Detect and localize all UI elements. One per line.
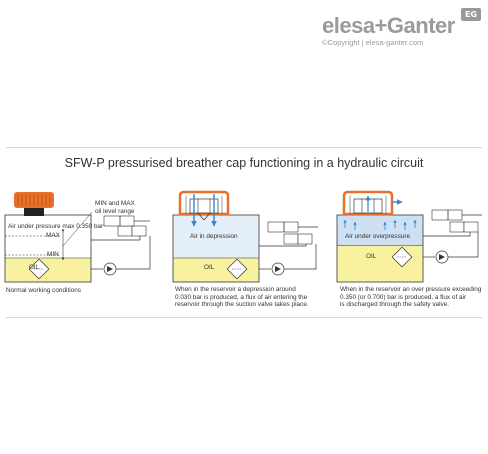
panel-1-min-label: MIN bbox=[47, 251, 59, 258]
valve-icon bbox=[449, 221, 465, 233]
valve-icon bbox=[283, 233, 299, 245]
panel-1-normal bbox=[4, 192, 151, 283]
breather-cap-base-1 bbox=[24, 206, 44, 216]
panel-2-depression bbox=[172, 190, 318, 283]
copyright-text: ©Copyright | elesa-ganter.com bbox=[322, 38, 424, 47]
brand-logo: elesa+Ganter EG bbox=[322, 8, 482, 52]
panel-1-level-callout: MIN and MAX oil level range bbox=[95, 200, 135, 215]
valve-icon bbox=[117, 225, 133, 237]
panel-3-air-label: Air under overpressure bbox=[345, 233, 411, 240]
oil-fill-3 bbox=[337, 245, 423, 282]
cylinder-icon bbox=[103, 215, 135, 227]
hydraulic-circuit-diagram bbox=[4, 190, 482, 283]
cylinder-icon bbox=[431, 209, 463, 221]
brand-badge: EG bbox=[461, 8, 481, 21]
panel-1-air-label: Air under pressure max 0.350 bar bbox=[8, 223, 104, 230]
panel-2-oil-label: OIL bbox=[204, 264, 215, 271]
bottom-divider bbox=[6, 317, 482, 318]
page-title: SFW-P pressurised breather cap functioni… bbox=[64, 156, 424, 170]
panel-2-air-label: Air in depression bbox=[190, 233, 238, 240]
panel-1-max-label: MAX bbox=[46, 232, 60, 239]
cylinder-icon bbox=[267, 221, 299, 233]
panel-3-oil-label: OIL bbox=[366, 253, 377, 260]
panel-1-caption: Normal working conditions bbox=[6, 287, 81, 294]
top-divider bbox=[6, 147, 482, 148]
panel-3-caption: When in the reservoir an over pressure e… bbox=[340, 286, 482, 309]
panel-3-overpressure bbox=[336, 190, 482, 283]
air-fill-3 bbox=[337, 215, 423, 246]
panel-1-oil-label: OIL bbox=[28, 264, 40, 271]
panel-2-caption: When in the reservoir a depression aroun… bbox=[175, 286, 309, 309]
brand-logo-text: elesa+Ganter bbox=[322, 13, 455, 38]
